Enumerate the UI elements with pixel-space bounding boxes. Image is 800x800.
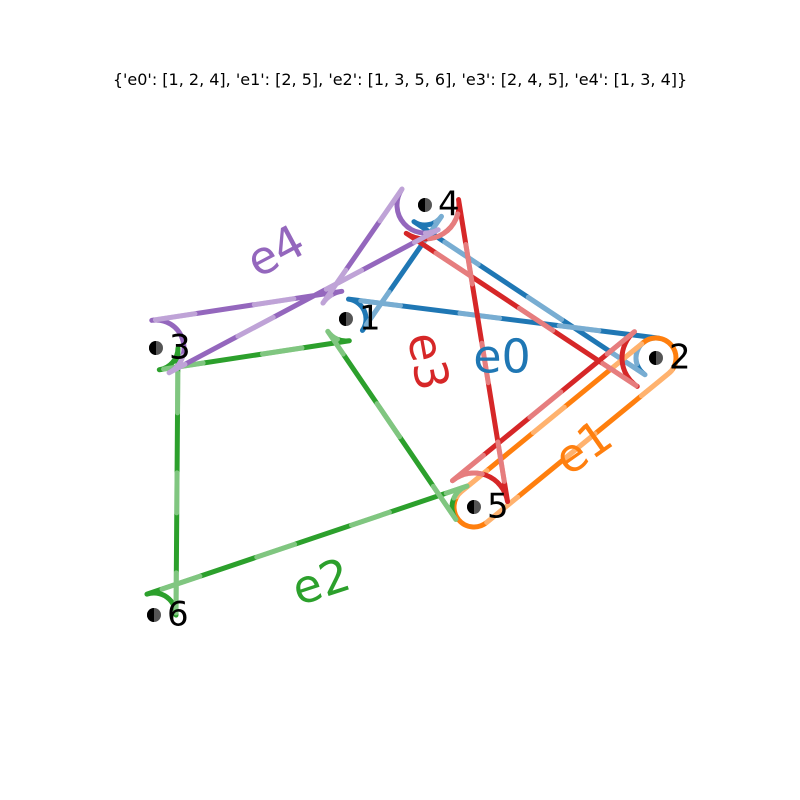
hyperedge-e2-highlight bbox=[144, 328, 470, 618]
node-1: 1 bbox=[339, 299, 381, 339]
node-2: 2 bbox=[649, 338, 691, 378]
node-marker-half bbox=[467, 500, 474, 514]
node-label: 6 bbox=[167, 595, 189, 635]
hyperedge-e3-highlight bbox=[403, 197, 640, 505]
node-label: 2 bbox=[669, 338, 691, 378]
node-marker-half bbox=[339, 312, 346, 326]
node-4: 4 bbox=[418, 185, 460, 225]
node-label: 5 bbox=[487, 487, 509, 527]
hyperedge-e4-highlight bbox=[149, 186, 441, 376]
hyperedge-label-e3: e3 bbox=[397, 328, 460, 394]
node-5: 5 bbox=[467, 487, 509, 527]
hyperedge-label-e2: e2 bbox=[285, 547, 356, 616]
hyperedge-e2-outline bbox=[144, 328, 470, 618]
diagram-title: {'e0': [1, 2, 4], 'e1': [2, 5], 'e2': [1… bbox=[112, 70, 688, 89]
hyperedge-e0-outline bbox=[345, 213, 661, 378]
node-label: 3 bbox=[169, 328, 191, 368]
hyperedge-e1-outline bbox=[451, 335, 679, 530]
hyperedge-e0-highlight bbox=[345, 213, 661, 378]
hyperedge-label-e0: e0 bbox=[473, 330, 531, 384]
hyperedge-e4-outline bbox=[149, 186, 441, 376]
node-3: 3 bbox=[149, 328, 191, 368]
node-marker-half bbox=[149, 341, 156, 355]
node-marker-half bbox=[147, 608, 154, 622]
node-marker-half bbox=[649, 351, 656, 365]
node-marker-half bbox=[418, 198, 425, 212]
node-label: 4 bbox=[438, 185, 460, 225]
node-label: 1 bbox=[359, 299, 381, 339]
hyperedge-label-e4: e4 bbox=[237, 214, 313, 289]
hyperedge-e1-highlight bbox=[451, 335, 679, 530]
hyperedge-e3-outline bbox=[403, 197, 640, 505]
node-6: 6 bbox=[147, 595, 189, 635]
